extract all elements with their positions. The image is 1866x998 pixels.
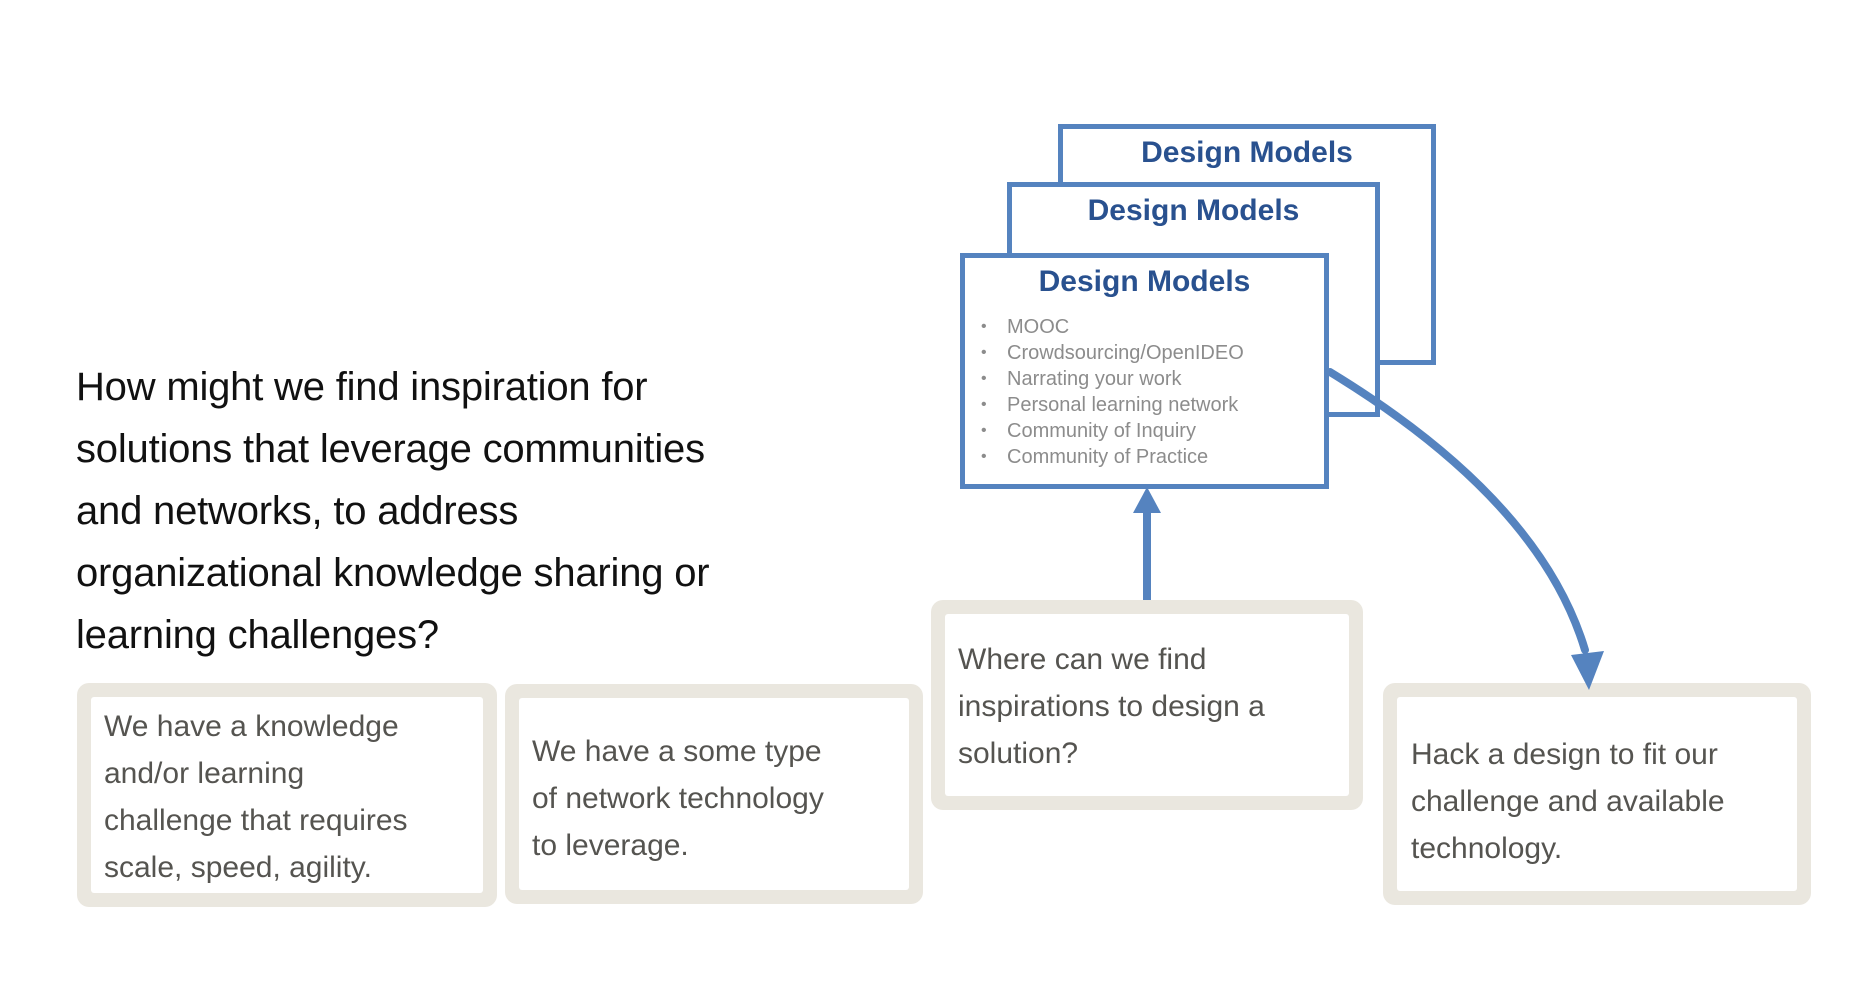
list-item-label: Crowdsourcing/OpenIDEO [1007, 342, 1244, 364]
list-item-label: Community of Practice [1007, 446, 1209, 468]
flow-box-text: We have a knowledge and/or learning chal… [104, 710, 408, 884]
list-item: • Community of Practice [981, 444, 1324, 470]
bullet-icon: • [981, 370, 987, 387]
card-title: Design Models [1038, 265, 1251, 298]
bullet-icon: • [981, 344, 987, 361]
flow-box-find-inspirations: Where can we find inspirations to design… [931, 600, 1363, 810]
list-item-label: Community of Inquiry [1007, 420, 1196, 442]
list-item-label: Personal learning network [1007, 394, 1239, 416]
design-models-card-front: Design Models • MOOC • Crowdsourcing/OpenI… [960, 253, 1329, 489]
bullet-icon: • [981, 448, 987, 465]
list-item: • Community of Inquiry [981, 418, 1324, 444]
list-item-label: MOOC [1007, 316, 1070, 338]
flow-box-text: We have a some type of network technolog… [532, 735, 824, 862]
bullet-icon: • [981, 318, 987, 335]
bullet-icon: • [981, 396, 987, 413]
list-item: • Narrating your work [981, 366, 1324, 392]
bullet-icon: • [981, 422, 987, 439]
card-title: Design Models [1087, 194, 1300, 227]
flow-box-text: Hack a design to fit our challenge and a… [1411, 738, 1725, 865]
flow-box-network-technology: We have a some type of network technolog… [505, 684, 923, 904]
card-title: Design Models [1141, 136, 1353, 169]
list-item: • MOOC [981, 314, 1324, 340]
list-item: • Crowdsourcing/OpenIDEO [981, 340, 1324, 366]
flow-box-hack-design: Hack a design to fit our challenge and a… [1383, 683, 1811, 905]
question-text: How might we find inspiration for soluti… [76, 365, 710, 657]
up-arrow-icon [1133, 487, 1161, 600]
list-item: • Personal learning network [981, 392, 1324, 418]
design-models-list: • MOOC • Crowdsourcing/OpenIDEO • Narrating… [965, 314, 1324, 470]
list-item-label: Narrating your work [1007, 368, 1182, 390]
flow-box-text: Where can we find inspirations to design… [958, 643, 1265, 770]
flow-box-knowledge-challenge: We have a knowledge and/or learning chal… [77, 683, 497, 907]
curved-arrow-icon [1326, 368, 1604, 690]
